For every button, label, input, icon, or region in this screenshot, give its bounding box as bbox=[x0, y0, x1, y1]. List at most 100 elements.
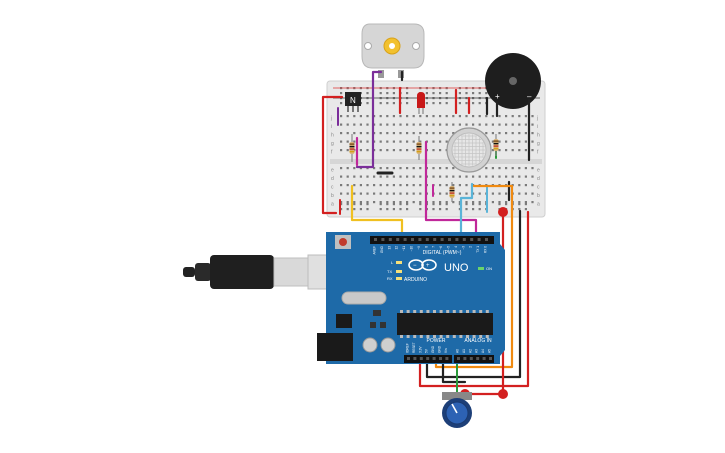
svg-text:−: − bbox=[413, 263, 417, 269]
breadboard-row-letter: j bbox=[330, 116, 332, 122]
power-pin-label: IOREF bbox=[406, 343, 410, 353]
wire-black-gnd-bottom bbox=[425, 209, 522, 379]
wire-yellow-to-arduino bbox=[350, 184, 404, 234]
digital-pin-label: 2 bbox=[469, 246, 473, 248]
digital-pin-label: 7 bbox=[432, 246, 436, 248]
breadboard-row-letter: h bbox=[537, 133, 540, 139]
breadboard-row-letter: a bbox=[537, 202, 540, 208]
digital-pin-label: ~11 bbox=[402, 246, 406, 251]
digital-pin-label: ~3 bbox=[461, 246, 465, 250]
digital-pin-label: RX 0 bbox=[484, 246, 488, 253]
potentiometer bbox=[442, 392, 472, 428]
analog-pin-label: A5 bbox=[488, 349, 492, 353]
capacitor-1 bbox=[362, 337, 378, 353]
analog-label: ANALOG IN bbox=[464, 338, 492, 344]
buzzer-minus-label: – bbox=[527, 92, 532, 101]
wire-junction-3 bbox=[498, 389, 508, 399]
power-pin-label: 3.3V bbox=[418, 346, 422, 353]
power-label: POWER bbox=[427, 338, 446, 344]
wire-junction-1 bbox=[498, 207, 508, 217]
gas-sensor bbox=[446, 127, 492, 173]
breadboard-row-letter: b bbox=[331, 193, 334, 199]
breadboard-row-letter: g bbox=[537, 141, 540, 147]
analog-pin-label: A3 bbox=[475, 349, 479, 353]
power-jack bbox=[317, 333, 353, 361]
piezo-buzzer: + – bbox=[485, 53, 541, 109]
led-tx-label: TX bbox=[387, 269, 392, 274]
digital-pin-label: 12 bbox=[395, 246, 399, 250]
breadboard-row-letter: b bbox=[537, 193, 540, 199]
power-pin-label: RESET bbox=[412, 342, 416, 353]
wire-magenta-to-arduino bbox=[424, 140, 478, 234]
breadboard-row-letter: c bbox=[537, 185, 540, 191]
breadboard-row-letter: h bbox=[331, 133, 334, 139]
analog-header bbox=[454, 355, 494, 363]
atmega-chip bbox=[397, 313, 493, 335]
digital-pin-label: 4 bbox=[454, 246, 458, 248]
breadboard-row-letter: e bbox=[331, 168, 334, 174]
arduino-logo: − + ARDUINO UNO bbox=[404, 259, 469, 283]
breadboard-row-letter: f bbox=[537, 150, 539, 156]
arduino-model: UNO bbox=[444, 262, 469, 274]
digital-header-label: DIGITAL (PWM~) bbox=[423, 250, 462, 256]
breadboard-row-letter: c bbox=[331, 185, 334, 191]
breadboard-row-letter: d bbox=[537, 176, 540, 182]
transistor: N bbox=[345, 92, 361, 112]
wire-red-left-rail bbox=[321, 95, 344, 215]
breadboard-row-letter: e bbox=[537, 168, 540, 174]
resistor-4 bbox=[449, 182, 455, 202]
wire-cyan-sensor bbox=[459, 182, 474, 234]
breadboard-row-letter: d bbox=[331, 176, 334, 182]
analog-pin-label: A1 bbox=[462, 349, 466, 353]
breadboard-row-letter: i bbox=[331, 124, 332, 130]
digital-pin-label: ~6 bbox=[439, 246, 443, 250]
analog-pin-label: A2 bbox=[468, 349, 472, 353]
buzzer-plus-label: + bbox=[495, 92, 500, 101]
led-red bbox=[417, 92, 425, 114]
voltage-regulator bbox=[336, 314, 352, 328]
digital-pin-label: TX 1 bbox=[476, 246, 480, 253]
power-pin-label: GND bbox=[438, 345, 442, 353]
led-l-label: L bbox=[391, 260, 394, 265]
capacitor-2 bbox=[380, 337, 396, 353]
analog-pin-label: A0 bbox=[456, 349, 460, 353]
digital-pin-label: GND bbox=[380, 245, 384, 253]
resistor-1 bbox=[349, 134, 355, 162]
reset-button bbox=[339, 238, 347, 246]
digital-pin-label: ~10 bbox=[410, 246, 414, 252]
digital-pin-label: 13 bbox=[387, 246, 391, 250]
power-pin-label: Vin bbox=[444, 348, 448, 353]
breadboard-row-letter: j bbox=[536, 116, 538, 122]
svg-text:+: + bbox=[426, 263, 430, 269]
dc-motor bbox=[361, 23, 425, 78]
power-pin-label: GND bbox=[431, 345, 435, 353]
resistors bbox=[349, 134, 499, 202]
wire-purple-motor bbox=[355, 70, 383, 169]
breadboard-row-letter: f bbox=[331, 150, 333, 156]
led-on-label: ON bbox=[486, 266, 492, 271]
gas-sensor-mesh bbox=[453, 134, 485, 166]
wire-red-5v-bottom bbox=[418, 210, 530, 388]
usb-cable bbox=[183, 254, 339, 290]
digital-pin-label: AREF bbox=[373, 246, 377, 255]
resistor-3 bbox=[493, 134, 499, 156]
transistor-label: N bbox=[350, 96, 356, 105]
breadboard-row-letter: g bbox=[331, 141, 334, 147]
digital-pin-label: ~9 bbox=[417, 246, 421, 250]
analog-pin-label: A4 bbox=[481, 349, 485, 353]
breadboard-center-channel bbox=[330, 159, 542, 164]
digital-pin-label: 8 bbox=[424, 246, 428, 248]
resistor-2 bbox=[416, 136, 422, 160]
digital-pin-label: ~5 bbox=[447, 246, 451, 250]
led-rx-label: RX bbox=[387, 276, 393, 281]
power-pin-label: 5V bbox=[425, 348, 429, 353]
breadboard-row-letter: i bbox=[537, 124, 538, 130]
wire-black-pot bbox=[441, 360, 467, 384]
arduino-brand: ARDUINO bbox=[404, 277, 427, 283]
crystal-oscillator bbox=[341, 291, 387, 305]
digital-header bbox=[370, 236, 494, 244]
